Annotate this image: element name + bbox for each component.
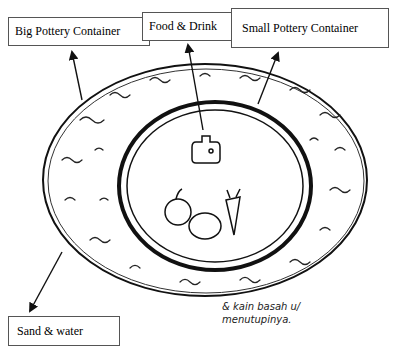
label-text: Big Pottery Container	[15, 24, 120, 39]
label-text: Small Pottery Container	[242, 21, 358, 36]
label-box: Food & Drink	[142, 12, 232, 41]
label-text: Food & Drink	[149, 19, 217, 34]
handwritten-note: & kain basah u/ menutupinya.	[222, 300, 332, 326]
label-box: Small Pottery Container	[231, 8, 389, 48]
label-box: Big Pottery Container	[8, 17, 150, 46]
label-box: Sand & water	[8, 316, 120, 346]
label-text: Sand & water	[17, 324, 83, 339]
